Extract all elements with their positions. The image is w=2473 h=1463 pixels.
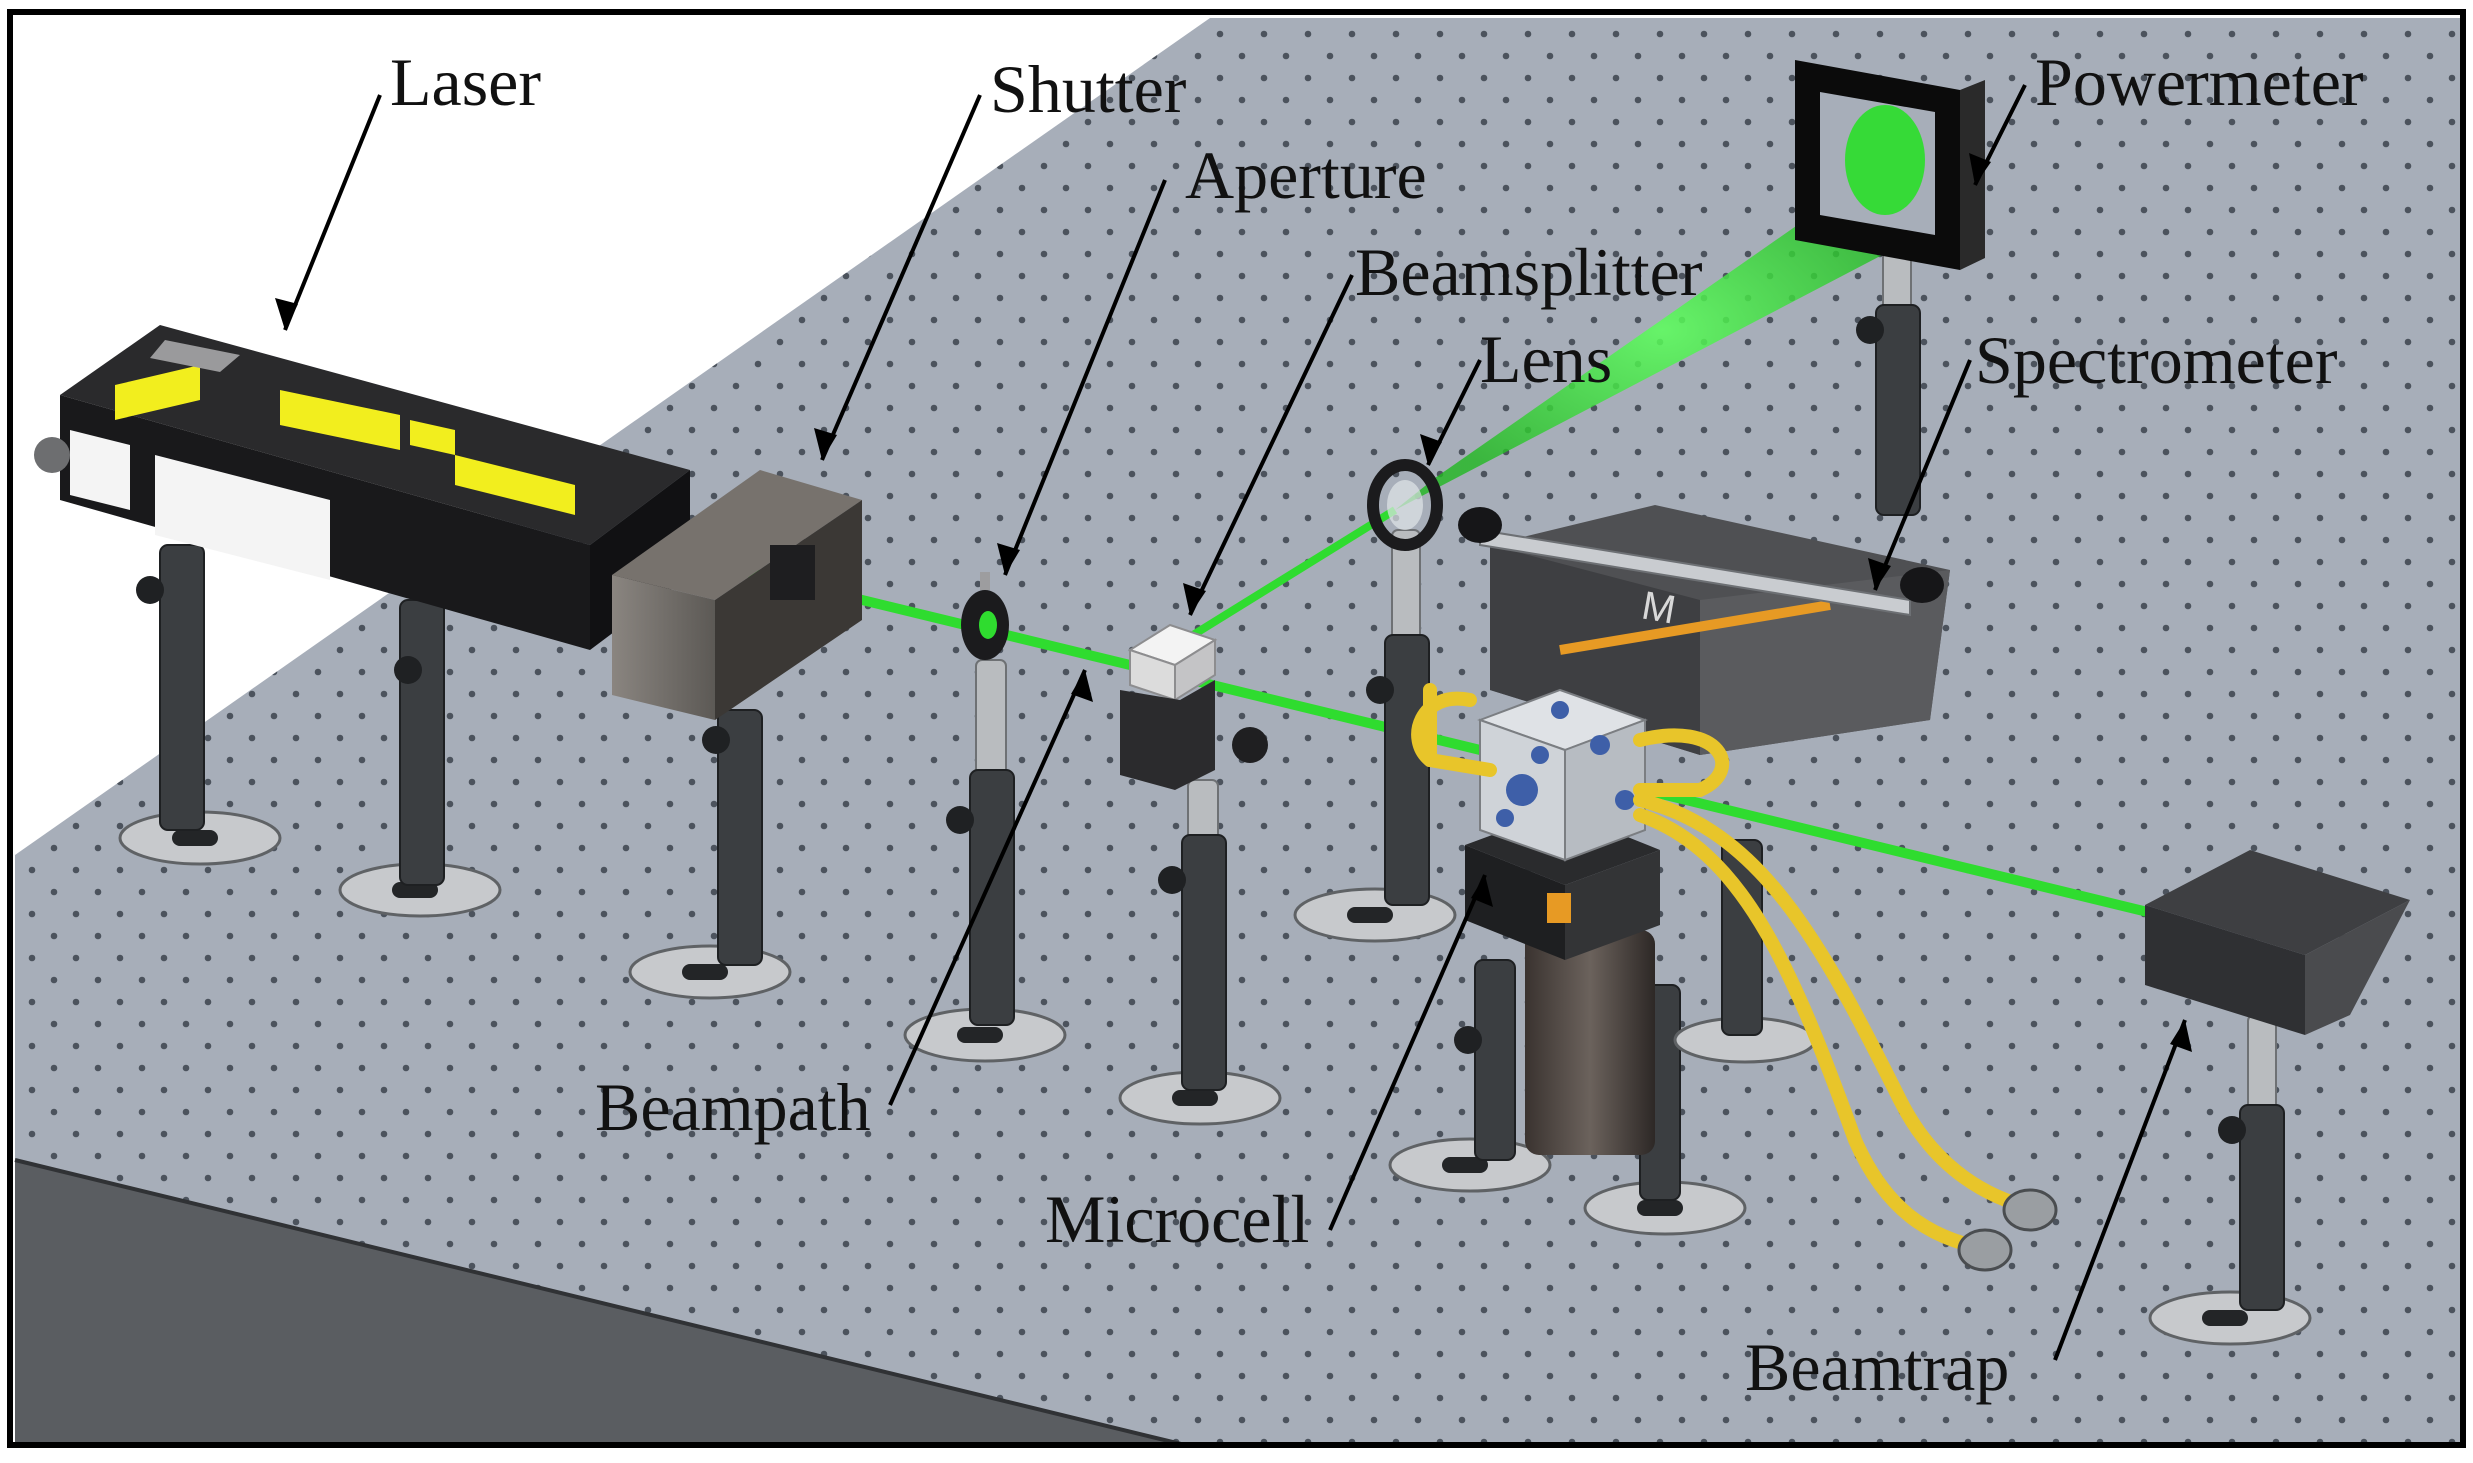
- microcell: [1465, 688, 1660, 1155]
- laser-head: [34, 325, 690, 650]
- microcell-cylinder: [1525, 930, 1655, 1155]
- laser-yellow-panel-3: [410, 420, 455, 455]
- tubing: [1411, 683, 2047, 1257]
- microcell-platform-side: [1565, 850, 1660, 960]
- shutter-window: [770, 545, 815, 600]
- laser-yellow-panel-2: [280, 390, 400, 450]
- arrowhead-shutter: [814, 428, 837, 460]
- laser-post-left: [118, 544, 282, 866]
- arrowhead-powermeter: [1969, 153, 1991, 185]
- label-beamtrap: Beamtrap: [1745, 1329, 2009, 1405]
- shutter-top: [612, 470, 862, 600]
- spectrometer: M: [1458, 505, 1950, 755]
- microcell-post-left: [1388, 959, 1552, 1193]
- label-aperture: Aperture: [1185, 137, 1427, 213]
- lens-post: [1293, 529, 1457, 943]
- label-beampath: Beampath: [595, 1069, 871, 1145]
- annotation-arrows: [275, 84, 2192, 1361]
- arrow-shutter: [820, 94, 982, 461]
- arrowhead-beamsplitter: [1183, 583, 1206, 615]
- label-microcell: Microcell: [1045, 1181, 1309, 1257]
- arrowhead-beampath: [1071, 670, 1093, 702]
- arrowhead-laser: [275, 298, 298, 330]
- arrow-microcell: [1328, 874, 1487, 1231]
- arrow-beamtrap: [2053, 1019, 2187, 1361]
- labels: Laser Shutter Aperture Beamsplitter Lens…: [390, 44, 2364, 1405]
- shutter: [612, 470, 862, 720]
- beam-reflected: [1182, 506, 1398, 644]
- label-spectrometer: Spectrometer: [1975, 322, 2338, 398]
- shutter-side: [715, 500, 862, 720]
- laser-yellow-panel-1: [115, 365, 200, 420]
- arrow-beamsplitter: [1188, 274, 1354, 616]
- laser-gray-tag: [150, 340, 240, 372]
- figure-frame: [7, 9, 2466, 1448]
- aperture-post: [903, 659, 1067, 1063]
- shutter-post: [628, 709, 792, 1000]
- arrow-laser: [283, 94, 382, 331]
- laser-yellow-panel-4: [455, 455, 575, 515]
- microcell-platform-front: [1465, 845, 1565, 960]
- arrowhead-aperture: [997, 543, 1020, 575]
- beamsplitter-mount: [1120, 680, 1215, 790]
- label-lens: Lens: [1480, 321, 1612, 397]
- arrow-spectrometer: [1873, 359, 1972, 591]
- spectrometer-knob-left: [1458, 507, 1502, 543]
- powermeter: [1795, 60, 1985, 270]
- beamsplitter-post: [1118, 779, 1282, 1126]
- arrowhead-lens: [1420, 434, 1442, 465]
- beamsplitter-knob: [1232, 727, 1268, 763]
- beamsplitter: [1120, 623, 1268, 790]
- microcell-cube-side: [1564, 718, 1646, 862]
- laser-white-panel-2: [70, 430, 130, 510]
- label-shutter: Shutter: [990, 51, 1187, 127]
- arrowhead-beamtrap: [2170, 1020, 2192, 1052]
- label-laser: Laser: [390, 44, 541, 120]
- arrowhead-microcell: [1471, 875, 1493, 907]
- aperture: [961, 572, 1009, 660]
- shutter-front: [612, 575, 715, 720]
- arrow-aperture: [1003, 179, 1167, 576]
- laser-white-panel-1: [155, 455, 330, 580]
- table-edge-line: [14, 1158, 1186, 1447]
- spectrometer-knob-right: [1900, 567, 1944, 603]
- tubing-connectors: [1957, 1188, 2058, 1272]
- spectrometer-brand-mark: M: [1638, 584, 1678, 633]
- label-powermeter: Powermeter: [2035, 44, 2364, 120]
- laser-connector: [34, 437, 70, 473]
- lens: [1367, 459, 1443, 551]
- arrow-beampath: [888, 669, 1087, 1106]
- label-beamsplitter: Beamsplitter: [1355, 234, 1703, 310]
- beamtrap-post: [2148, 1014, 2312, 1346]
- beamtrap: [2145, 850, 2410, 1035]
- arrowhead-spectrometer: [1868, 558, 1891, 590]
